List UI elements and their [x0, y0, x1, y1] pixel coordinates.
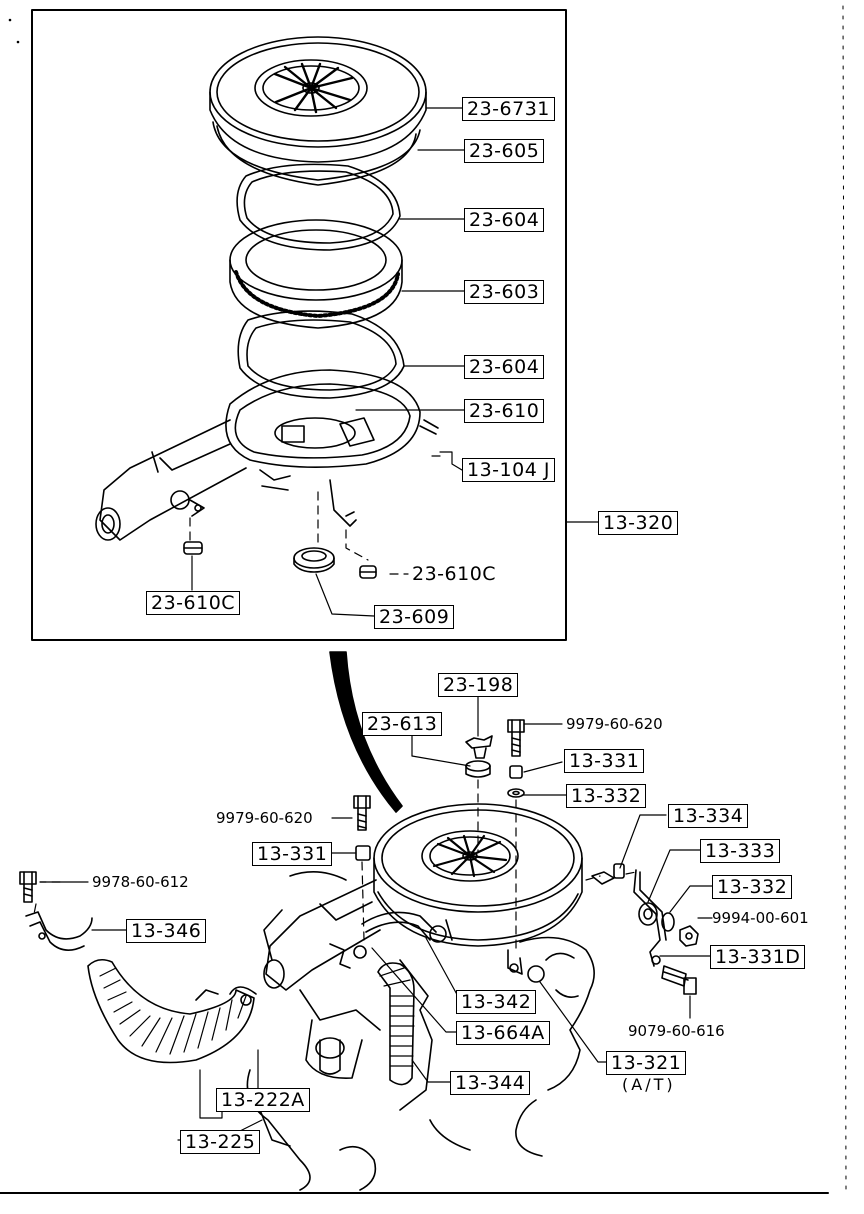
nut-9994-00-601 [679, 925, 699, 947]
grommet-23-610c-right [359, 565, 377, 579]
assembled-air-cleaner [246, 803, 595, 1191]
label-13-332-right: 13-332 [712, 875, 793, 899]
label-23-609: 23-609 [374, 605, 455, 629]
label-23-6731: 23-6731 [462, 97, 555, 121]
label-13-225: 13-225 [180, 1130, 261, 1154]
clamp-13-346 [25, 911, 93, 951]
label-9079-60-616: 9079-60-616 [628, 1022, 725, 1040]
inset-dashed-lines [189, 455, 441, 575]
label-13-334: 13-334 [668, 804, 749, 828]
gasket-23-605 [212, 121, 421, 186]
label-13-333: 13-333 [700, 839, 781, 863]
label-13-664a: 13-664A [456, 1021, 550, 1045]
label-23-603: 23-603 [464, 280, 545, 304]
bolt-9979-60-620-left [353, 795, 371, 831]
label-23-613: 23-613 [362, 712, 443, 736]
filter-element-23-603 [229, 219, 403, 329]
hose-13-344 [377, 962, 415, 1086]
main-dashed-lines [33, 779, 637, 951]
label-13-344: 13-344 [450, 1071, 531, 1095]
spacer-13-331-left [355, 845, 371, 861]
cover-23-6731 [209, 36, 427, 163]
wingnut-23-198 [465, 735, 493, 759]
label-13-331d: 13-331D [710, 945, 806, 969]
label-23-604-lower: 23-604 [464, 355, 545, 379]
label-23-610: 23-610 [464, 399, 545, 423]
assembly-arrow [329, 651, 403, 813]
label-9978-60-612: 9978-60-612 [92, 873, 189, 891]
label-13-222a: 13-222A [216, 1088, 310, 1112]
label-13-342: 13-342 [456, 990, 537, 1014]
label-13-332-top: 13-332 [566, 784, 647, 808]
leader-lines-main [39, 696, 713, 1141]
label-23-610c-right: 23-610C [412, 563, 497, 585]
inset-frame [31, 9, 567, 641]
hose-13-222a [87, 958, 257, 1064]
plug-13-321 [527, 965, 545, 983]
label-9979-60-620-top: 9979-60-620 [566, 715, 663, 733]
bolt-9979-60-620-top [507, 719, 525, 757]
label-13-346: 13-346 [126, 919, 207, 943]
label-13-321: 13-321 [606, 1051, 687, 1075]
housing-body [95, 369, 439, 541]
label-13-104j: 13-104 J [462, 458, 555, 482]
label-13-320: 13-320 [598, 511, 679, 535]
scan-specks [8, 5, 847, 1191]
label-23-198: 23-198 [438, 673, 519, 697]
label-23-604-upper: 23-604 [464, 208, 545, 232]
washer-13-332-top [507, 788, 525, 798]
grommet-23-613 [465, 760, 491, 778]
bushing-13-333 [638, 902, 658, 926]
label-13-331-left: 13-331 [252, 842, 333, 866]
gasket-23-604-upper [236, 163, 401, 251]
bolt-9978-60-612 [19, 871, 37, 903]
fitting-13-342 [507, 949, 523, 975]
label-23-610c-left: 23-610C [146, 591, 241, 615]
bolt-9079-60-616 [661, 965, 697, 995]
label-13-331-right: 13-331 [564, 749, 645, 773]
label-23-605: 23-605 [464, 139, 545, 163]
gasket-23-604-lower [237, 310, 405, 399]
washer-13-332-right [661, 912, 675, 932]
spacer-13-331-right [509, 765, 523, 779]
seal-23-609 [293, 547, 335, 573]
label-9979-60-620-left: 9979-60-620 [216, 809, 313, 827]
label-a-t-note: (A/T) [622, 1075, 676, 1094]
grommet-23-610c-left [183, 541, 203, 555]
bolt-13-334 [591, 863, 625, 885]
label-9994-00-601: 9994-00-601 [712, 909, 809, 927]
bracket-13-331d [633, 869, 667, 967]
leader-lines-inset [191, 107, 599, 617]
